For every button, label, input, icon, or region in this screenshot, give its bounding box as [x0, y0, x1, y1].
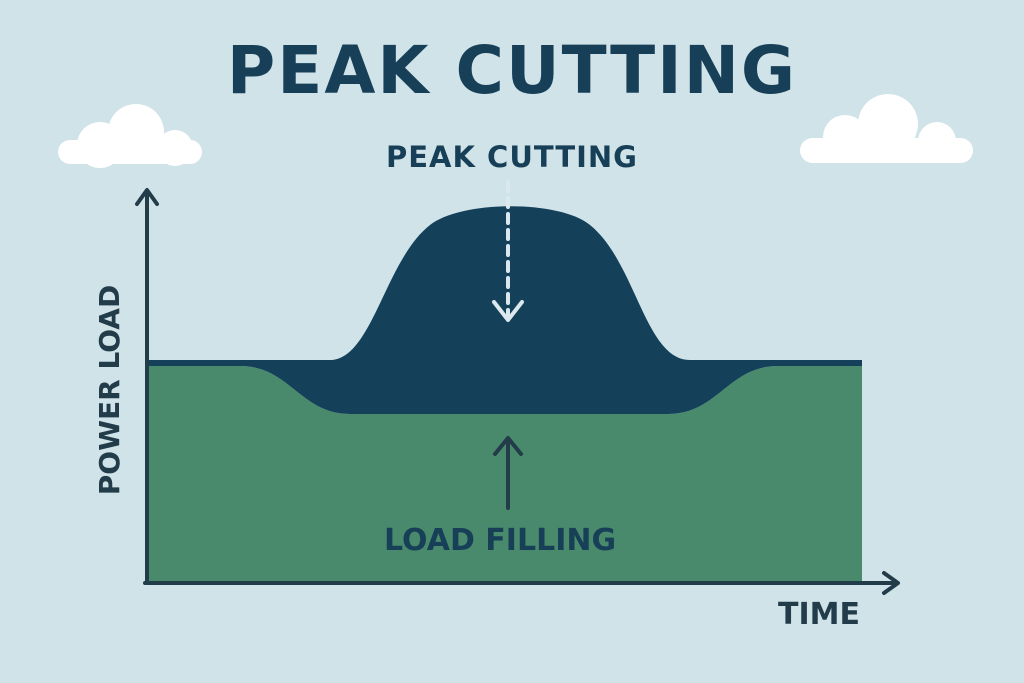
page-title: PEAK CUTTING [226, 32, 798, 109]
x-axis-label: TIME [778, 597, 860, 632]
y-axis [135, 188, 159, 585]
x-axis [143, 571, 900, 595]
load-filling-area [147, 366, 862, 583]
peak-cutting-label: PEAK CUTTING [385, 140, 638, 174]
y-axis-label: POWER LOAD [93, 284, 126, 496]
cloud-icon-left [58, 104, 202, 168]
load-filling-label: LOAD FILLING [384, 523, 617, 558]
up-arrow-icon [493, 436, 523, 510]
peak-cutting-area [147, 206, 862, 414]
dashed-down-arrow-icon [492, 180, 524, 322]
cloud-icon-right [800, 94, 973, 163]
